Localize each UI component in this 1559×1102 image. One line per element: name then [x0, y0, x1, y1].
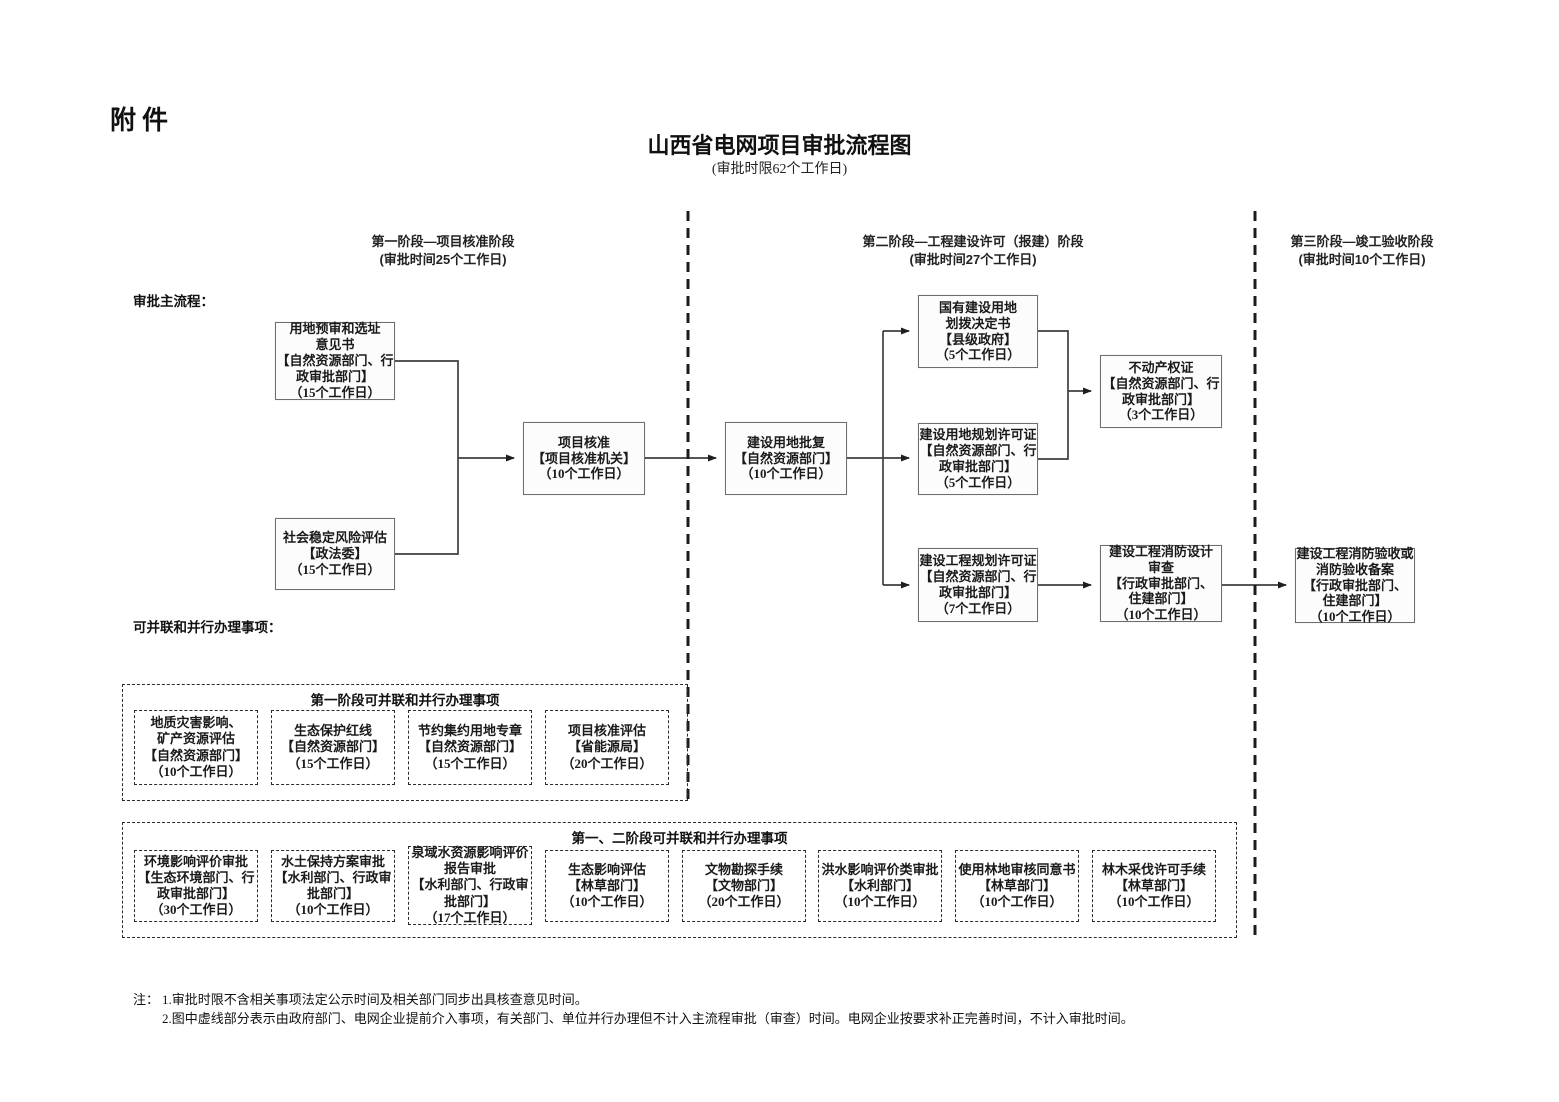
box-water-soil-conservation: 水土保持方案审批 【水利部门、行政审 批部门】 （10个工作日） [271, 850, 395, 922]
box-social-stability: 社会稳定风险评估 【政法委】 （15个工作日） [275, 518, 395, 590]
box-eco-redline: 生态保护红线 【自然资源部门】 （15个工作日） [271, 710, 395, 785]
connector-merge-cert-top [1038, 330, 1069, 391]
stage-1-header: 第一阶段—项目核准阶段 (审批时间25个工作日) [371, 234, 515, 267]
box-land-use-approval: 建设用地批复 【自然资源部门】 （10个工作日） [725, 422, 847, 495]
page-title: 山西省电网项目审批流程图 [647, 133, 912, 158]
group-stage1-parallel [122, 684, 688, 801]
box-flood-impact-approval: 洪水影响评价类审批 【水利部门】 （10个工作日） [818, 850, 942, 922]
group-stage12-parallel [122, 822, 1237, 938]
box-tree-cutting-permit: 林木采伐许可手续 【林草部门】 （10个工作日） [1092, 850, 1216, 922]
box-env-impact-approval: 环境影响评价审批 【生态环境部门、行 政审批部门】 （30个工作日） [134, 850, 258, 922]
box-fire-design-review: 建设工程消防设计 审查 【行政审批部门、 住建部门】 （10个工作日） [1100, 544, 1222, 622]
box-land-planning-permit: 建设用地规划许可证 【自然资源部门、行 政审批部门】 （5个工作日） [918, 423, 1038, 495]
box-land-saving-chapter: 节约集约用地专章 【自然资源部门】 （15个工作日） [408, 710, 532, 785]
box-land-pre-review: 用地预审和选址 意见书 【自然资源部门、行 政审批部门】 （15个工作日） [275, 321, 395, 400]
box-project-approval: 项目核准 【项目核准机关】 （10个工作日） [523, 422, 645, 495]
box-fire-acceptance: 建设工程消防验收或 消防验收备案 【行政审批部门、 住建部门】 （10个工作日） [1295, 545, 1415, 625]
note-line-2: 2.图中虚线部分表示由政府部门、电网企业提前介入事项，有关部门、单位并行办理但不… [162, 1011, 1134, 1026]
box-state-land-allocation: 国有建设用地 划拨决定书 【县级政府】 （5个工作日） [918, 295, 1038, 368]
attachment-label: 附件 [110, 105, 175, 135]
connector-merge-left [395, 360, 459, 555]
group-stage1-title: 第一阶段可并联和并行办理事项 [310, 693, 500, 708]
box-real-estate-cert: 不动产权证 【自然资源部门、行 政审批部门】 （3个工作日） [1100, 355, 1222, 428]
parallel-items-label: 可并联和并行办理事项： [133, 620, 282, 635]
main-flow-label: 审批主流程： [133, 294, 214, 309]
notes-label: 注： [133, 992, 160, 1007]
note-line-1: 1.审批时限不含相关事项法定公示时间及相关部门同步出具核查意见时间。 [162, 992, 588, 1007]
group-stage12-title: 第一、二阶段可并联和并行办理事项 [571, 831, 788, 846]
stage-3-header: 第三阶段—竣工验收阶段 (审批时间10个工作日) [1290, 234, 1434, 267]
connector-merge-cert-bottom [1038, 391, 1069, 460]
box-geo-disaster-eval: 地质灾害影响、 矿产资源评估 【自然资源部门】 （10个工作日） [134, 710, 258, 785]
box-eco-impact-eval: 生态影响评估 【林草部门】 （10个工作日） [545, 850, 669, 922]
page-subtitle: (审批时限62个工作日) [711, 162, 848, 177]
stage-2-header: 第二阶段—工程建设许可（报建）阶段 (审批时间27个工作日) [862, 234, 1084, 267]
box-construction-planning-permit: 建设工程规划许可证 【自然资源部门、行 政审批部门】 （7个工作日） [918, 548, 1038, 622]
box-forest-land-consent: 使用林地审核同意书 【林草部门】 （10个工作日） [955, 850, 1079, 922]
box-approval-evaluation: 项目核准评估 【省能源局】 （20个工作日） [545, 710, 669, 785]
box-cultural-relics-survey: 文物勘探手续 【文物部门】 （20个工作日） [682, 850, 806, 922]
box-spring-water-impact: 泉域水资源影响评价 报告审批 【水利部门、行政审 批部门】 （17个工作日） [408, 845, 532, 925]
